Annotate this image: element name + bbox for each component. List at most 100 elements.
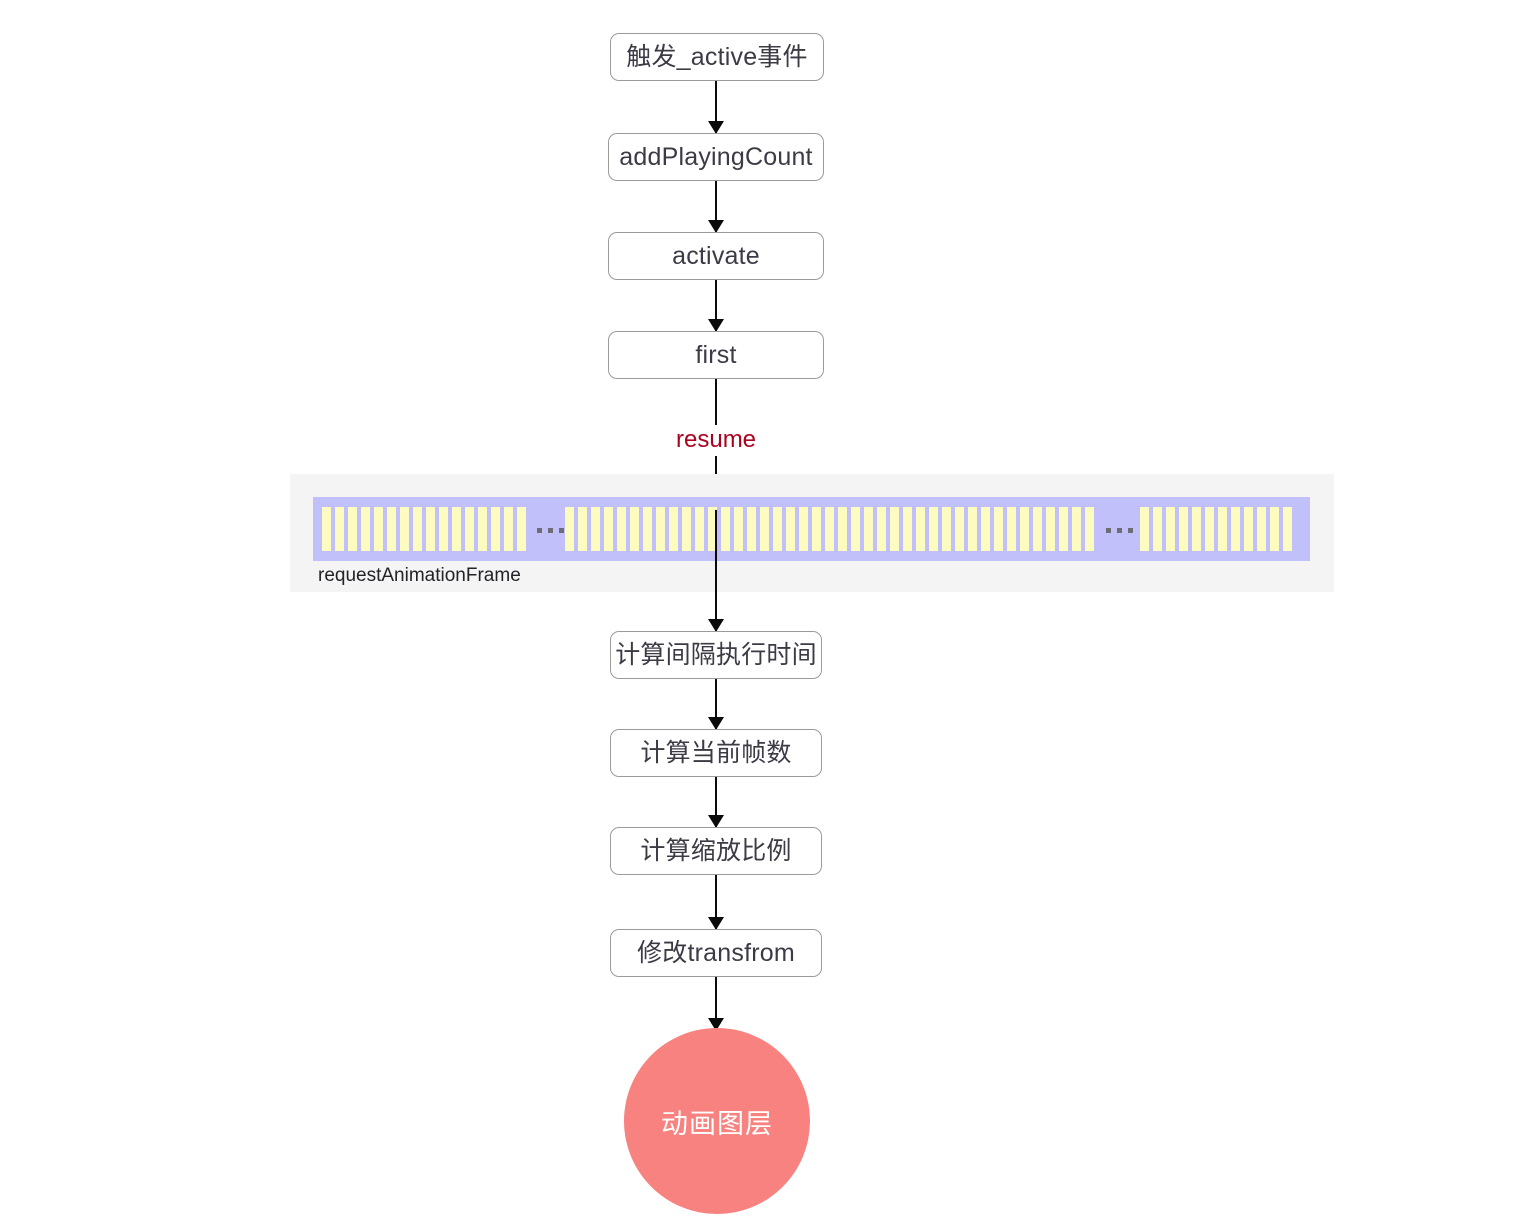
- animation-frame-tick: [604, 507, 613, 551]
- edge-shaft: [715, 379, 717, 425]
- animation-frame-tick: [877, 507, 886, 551]
- animation-frame-tick: [864, 507, 873, 551]
- animation-frame-tick: [734, 507, 743, 551]
- animation-frame-tick: [1244, 507, 1253, 551]
- animation-frame-tick: [578, 507, 587, 551]
- animation-frame-tick: [903, 507, 912, 551]
- edge-shaft: [715, 777, 717, 827]
- ellipsis-dot: [548, 528, 553, 533]
- ellipsis-dot: [559, 528, 564, 533]
- animation-frame-tick: [1059, 507, 1068, 551]
- animation-frame-tick: [1218, 507, 1227, 551]
- animation-frame-tick: [439, 507, 448, 551]
- animation-frame-tick: [929, 507, 938, 551]
- requestanimationframe-timeline[interactable]: [313, 497, 1310, 561]
- edge-trigger-to-addplayingcount: [704, 81, 728, 134]
- animation-frame-tick: [916, 507, 925, 551]
- ellipsis-dot: [537, 528, 542, 533]
- node-first[interactable]: first: [608, 331, 824, 379]
- animation-frame-tick: [1231, 507, 1240, 551]
- animation-frame-tick: [695, 507, 704, 551]
- animation-frame-tick: [1153, 507, 1162, 551]
- animation-frame-tick: [760, 507, 769, 551]
- edge-transfrom-to-animation-layer: [704, 977, 728, 1031]
- node-animation-layer[interactable]: 动画图层: [624, 1028, 810, 1214]
- edge-interval-to-current-frame: [704, 679, 728, 730]
- frame-ellipsis: [1106, 528, 1133, 533]
- animation-frame-tick: [1140, 507, 1149, 551]
- node-label: first: [695, 340, 737, 369]
- animation-frame-tick: [322, 507, 331, 551]
- animation-frame-tick: [994, 507, 1003, 551]
- node-label: 触发_active事件: [626, 42, 808, 71]
- animation-frame-tick: [426, 507, 435, 551]
- edge-shaft: [715, 679, 717, 729]
- node-label: 计算间隔执行时间: [615, 640, 817, 669]
- animation-frame-tick: [1166, 507, 1175, 551]
- node-addplayingcount[interactable]: addPlayingCount: [608, 133, 824, 181]
- node-label: activate: [672, 241, 760, 270]
- animation-frame-tick: [747, 507, 756, 551]
- animation-frame-tick: [465, 507, 474, 551]
- animation-frame-tick: [387, 507, 396, 551]
- animation-frame-tick: [452, 507, 461, 551]
- animation-frame-tick: [335, 507, 344, 551]
- group-requestanimationframe: requestAnimationFrame: [290, 474, 1334, 592]
- animation-frame-tick: [799, 507, 808, 551]
- node-label: 动画图层: [661, 1108, 773, 1139]
- animation-frame-tick: [504, 507, 513, 551]
- animation-frame-tick: [400, 507, 409, 551]
- animation-frame-tick: [1179, 507, 1188, 551]
- animation-frame-tick: [669, 507, 678, 551]
- node-calculate-current-frame[interactable]: 计算当前帧数: [610, 729, 822, 777]
- animation-frame-tick: [643, 507, 652, 551]
- animation-frame-tick: [1072, 507, 1081, 551]
- animation-frame-tick: [773, 507, 782, 551]
- animation-frame-tick: [942, 507, 951, 551]
- animation-frame-tick: [1007, 507, 1016, 551]
- edge-shaft: [715, 280, 717, 331]
- animation-frame-tick: [851, 507, 860, 551]
- node-label: 修改transfrom: [637, 938, 795, 967]
- edge-label-resume: resume: [676, 426, 757, 453]
- animation-frame-tick: [491, 507, 500, 551]
- node-trigger-active-event[interactable]: 触发_active事件: [610, 33, 824, 81]
- edge-addplayingcount-to-activate: [704, 181, 728, 233]
- animation-frame-tick: [890, 507, 899, 551]
- edge-shaft: [715, 875, 717, 929]
- animation-frame-tick: [1192, 507, 1201, 551]
- node-label: 计算当前帧数: [640, 738, 792, 767]
- edge-activate-to-first: [704, 280, 728, 332]
- animation-frame-tick: [825, 507, 834, 551]
- edge-scale-to-transfrom: [704, 875, 728, 930]
- edge-shaft: [715, 181, 717, 232]
- animation-frame-tick: [374, 507, 383, 551]
- node-label: addPlayingCount: [619, 142, 813, 171]
- animation-frame-tick: [591, 507, 600, 551]
- edge-shaft: [715, 81, 717, 133]
- animation-frame-tick: [1270, 507, 1279, 551]
- animation-frame-tick: [786, 507, 795, 551]
- node-calculate-interval-time[interactable]: 计算间隔执行时间: [610, 631, 822, 679]
- animation-frame-tick: [361, 507, 370, 551]
- animation-frame-tick: [348, 507, 357, 551]
- group-label-requestanimationframe: requestAnimationFrame: [318, 565, 521, 586]
- animation-frame-tick: [630, 507, 639, 551]
- animation-frame-tick: [656, 507, 665, 551]
- animation-frame-tick: [682, 507, 691, 551]
- animation-frame-tick: [1033, 507, 1042, 551]
- ellipsis-dot: [1117, 528, 1122, 533]
- animation-frame-tick: [955, 507, 964, 551]
- node-modify-transfrom[interactable]: 修改transfrom: [610, 929, 822, 977]
- edge-current-frame-to-scale: [704, 777, 728, 828]
- ellipsis-dot: [1106, 528, 1111, 533]
- edge-shaft: [715, 977, 717, 1030]
- animation-frame-tick: [838, 507, 847, 551]
- node-label: 计算缩放比例: [640, 836, 792, 865]
- node-calculate-scale-ratio[interactable]: 计算缩放比例: [610, 827, 822, 875]
- node-activate[interactable]: activate: [608, 232, 824, 280]
- animation-frame-tick: [1020, 507, 1029, 551]
- frame-ellipsis: [537, 528, 564, 533]
- animation-frame-tick: [1085, 507, 1094, 551]
